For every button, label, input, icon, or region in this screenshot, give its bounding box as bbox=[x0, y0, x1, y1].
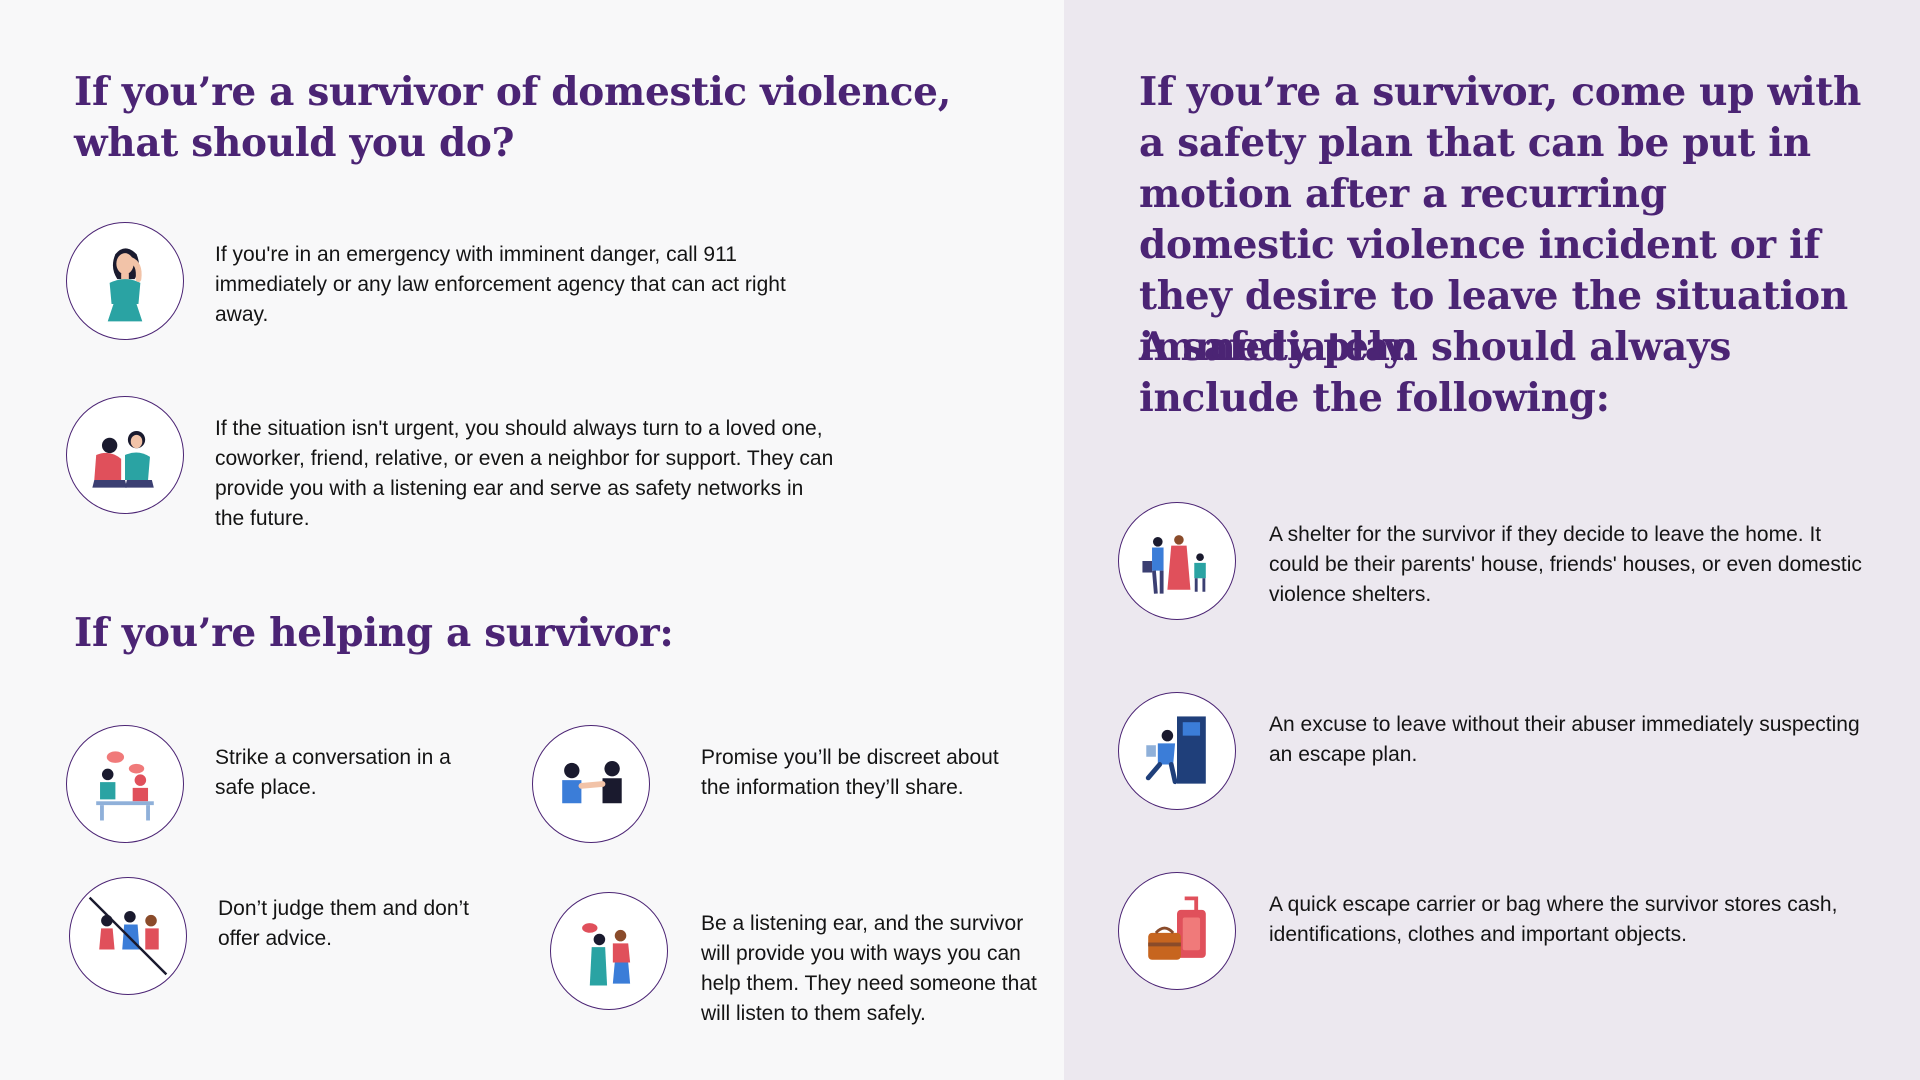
comforting-friend-icon bbox=[66, 396, 184, 514]
distressed-woman-icon bbox=[66, 222, 184, 340]
listening-icon bbox=[550, 892, 668, 1010]
right-item-2-text: An excuse to leave without their abuser … bbox=[1269, 713, 1860, 766]
conversation-icon bbox=[66, 725, 184, 843]
safety-plan-heading: If you’re a survivor, come up with a saf… bbox=[1139, 69, 1862, 370]
helper-item-2-text: Promise you’ll be discreet about the inf… bbox=[701, 746, 999, 799]
helper-heading: If you’re helping a survivor: bbox=[74, 610, 674, 656]
survivor-item-1-text: If you're in an emergency with imminent … bbox=[215, 243, 786, 326]
survivor-item-2-text: If the situation isn't urgent, you shoul… bbox=[215, 417, 834, 530]
handshake-icon bbox=[532, 725, 650, 843]
no-judging-icon bbox=[69, 877, 187, 995]
person-exiting-door-icon bbox=[1118, 692, 1236, 810]
left-panel: If you’re a survivor of domestic violenc… bbox=[66, 69, 1037, 1025]
helper-item-4-text: Be a listening ear, and the survivor wil… bbox=[701, 912, 1037, 1025]
right-item-1-text: A shelter for the survivor if they decid… bbox=[1269, 523, 1862, 606]
family-leaving-icon bbox=[1118, 502, 1236, 620]
safety-plan-subheading: A safety plan should always include the … bbox=[1139, 324, 1731, 421]
right-item-3-text: A quick escape carrier or bag where the … bbox=[1269, 893, 1838, 946]
helper-item-1-text: Strike a conversation in a safe place. bbox=[215, 746, 451, 799]
survivor-heading: If you’re a survivor of domestic violenc… bbox=[74, 69, 951, 166]
luggage-icon bbox=[1118, 872, 1236, 990]
right-panel: If you’re a survivor, come up with a saf… bbox=[1064, 0, 1920, 1080]
helper-item-3-text: Don’t judge them and don’t offer advice. bbox=[218, 897, 470, 950]
